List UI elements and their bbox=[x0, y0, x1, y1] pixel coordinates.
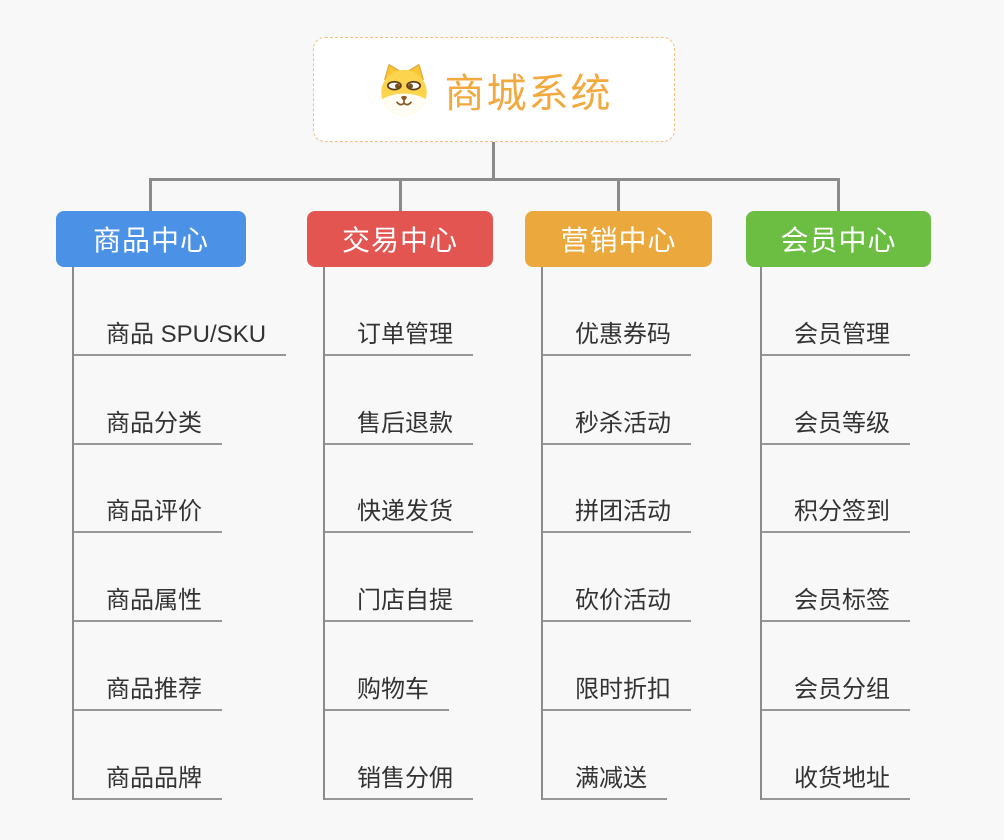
leaf-label: 会员分组 bbox=[794, 676, 890, 704]
connector-branch-stub-1 bbox=[149, 178, 152, 211]
leaf-node[interactable]: 拼团活动 bbox=[543, 445, 691, 534]
leaf-node[interactable]: 商品品牌 bbox=[74, 711, 222, 800]
branch-label: 营销中心 bbox=[560, 225, 677, 256]
leaf-node[interactable]: 商品 SPU/SKU bbox=[74, 267, 287, 356]
leaf-node[interactable]: 砍价活动 bbox=[543, 533, 691, 623]
leaf-node[interactable]: 限时折扣 bbox=[543, 622, 691, 712]
leaf-node[interactable]: 会员管理 bbox=[762, 267, 910, 356]
connector-root-stub bbox=[492, 141, 495, 179]
leaf-node[interactable]: 快递发货 bbox=[325, 445, 473, 534]
leaf-label: 秒杀活动 bbox=[575, 409, 671, 437]
branch-label: 会员中心 bbox=[780, 225, 897, 256]
root-node[interactable]: 商城系统 bbox=[313, 37, 675, 142]
leaf-label: 优惠券码 bbox=[575, 320, 671, 348]
branch-node-marketing-center[interactable]: 营销中心 bbox=[525, 211, 712, 267]
branch-node-member-center[interactable]: 会员中心 bbox=[746, 211, 931, 267]
leaf-node[interactable]: 商品推荐 bbox=[74, 622, 222, 712]
leaf-label: 会员标签 bbox=[794, 587, 890, 615]
branch-label: 商品中心 bbox=[92, 225, 209, 256]
leaf-node[interactable]: 售后退款 bbox=[325, 356, 473, 445]
leaf-label: 商品推荐 bbox=[106, 676, 202, 704]
leaf-node[interactable]: 购物车 bbox=[325, 622, 449, 712]
leaf-label: 商品分类 bbox=[106, 409, 202, 437]
connector-branch-stub-3 bbox=[617, 178, 620, 211]
connector-branch-stub-4 bbox=[837, 178, 840, 211]
dog-face-icon bbox=[380, 63, 427, 115]
leaf-label: 会员管理 bbox=[794, 320, 890, 348]
leaf-node[interactable]: 销售分佣 bbox=[325, 711, 473, 800]
leaf-node[interactable]: 秒杀活动 bbox=[543, 356, 691, 445]
leaf-label: 快递发货 bbox=[357, 498, 453, 526]
leaf-label: 商品 SPU/SKU bbox=[106, 320, 267, 348]
leaf-node[interactable]: 优惠券码 bbox=[543, 267, 691, 356]
leaf-label: 限时折扣 bbox=[575, 676, 671, 704]
leaf-node[interactable]: 订单管理 bbox=[325, 267, 473, 356]
branch-items-marketing-center: 优惠券码 秒杀活动 拼团活动 砍价活动 限时折扣 满减送 bbox=[541, 267, 691, 800]
branch-label: 交易中心 bbox=[341, 225, 458, 256]
leaf-node[interactable]: 商品评价 bbox=[74, 445, 222, 534]
leaf-node[interactable]: 收货地址 bbox=[762, 711, 910, 800]
leaf-label: 门店自提 bbox=[357, 587, 453, 615]
branch-node-trade-center[interactable]: 交易中心 bbox=[307, 211, 493, 267]
leaf-label: 收货地址 bbox=[794, 764, 890, 792]
leaf-label: 商品评价 bbox=[106, 498, 202, 526]
branch-items-member-center: 会员管理 会员等级 积分签到 会员标签 会员分组 收货地址 bbox=[760, 267, 910, 800]
leaf-label: 商品属性 bbox=[106, 587, 202, 615]
leaf-node[interactable]: 满减送 bbox=[543, 711, 667, 800]
leaf-node[interactable]: 会员标签 bbox=[762, 533, 910, 623]
leaf-label: 商品品牌 bbox=[106, 764, 202, 792]
leaf-node[interactable]: 积分签到 bbox=[762, 445, 910, 534]
leaf-node[interactable]: 会员分组 bbox=[762, 622, 910, 712]
leaf-label: 销售分佣 bbox=[357, 764, 453, 792]
leaf-label: 订单管理 bbox=[357, 320, 453, 348]
connector-branch-stub-2 bbox=[399, 178, 402, 211]
leaf-node[interactable]: 会员等级 bbox=[762, 356, 910, 445]
leaf-label: 售后退款 bbox=[357, 409, 453, 437]
leaf-node[interactable]: 商品属性 bbox=[74, 533, 222, 623]
leaf-label: 满减送 bbox=[575, 764, 647, 792]
leaf-node[interactable]: 门店自提 bbox=[325, 533, 473, 623]
branch-items-trade-center: 订单管理 售后退款 快递发货 门店自提 购物车 销售分佣 bbox=[323, 267, 473, 800]
connector-bus bbox=[149, 178, 840, 181]
leaf-node[interactable]: 商品分类 bbox=[74, 356, 222, 445]
leaf-label: 积分签到 bbox=[794, 498, 890, 526]
leaf-label: 会员等级 bbox=[794, 409, 890, 437]
root-title: 商城系统 bbox=[444, 71, 613, 116]
leaf-label: 购物车 bbox=[357, 676, 429, 704]
branch-node-product-center[interactable]: 商品中心 bbox=[56, 211, 246, 267]
leaf-label: 拼团活动 bbox=[575, 498, 671, 526]
branch-items-product-center: 商品 SPU/SKU 商品分类 商品评价 商品属性 商品推荐 商品品牌 bbox=[72, 267, 287, 800]
leaf-label: 砍价活动 bbox=[575, 587, 671, 615]
